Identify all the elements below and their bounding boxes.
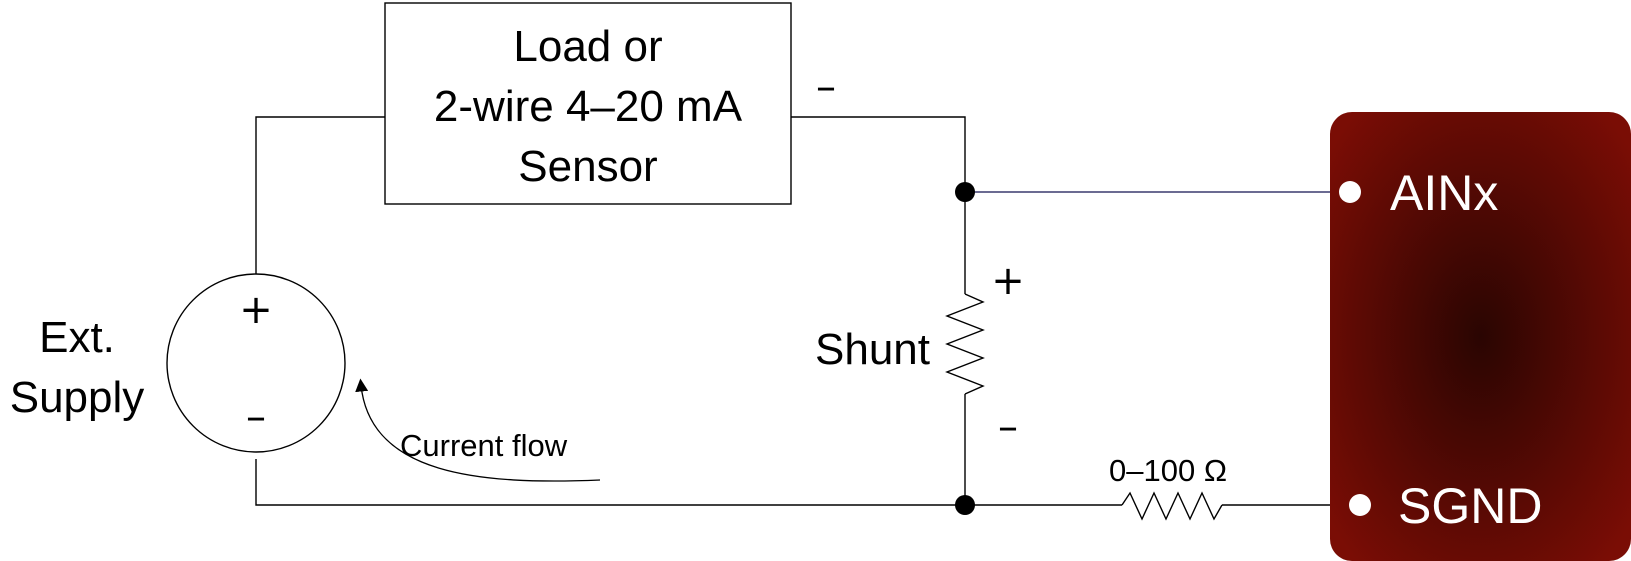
shunt-plus-sign: + — [991, 258, 1025, 304]
junction-node-bottom — [955, 495, 975, 515]
sgnd-label: SGND — [1398, 478, 1542, 534]
sensor-label-line1: Load or — [513, 22, 662, 71]
supply-minus-sign: – — [246, 394, 266, 440]
sensor-box — [384, 2, 792, 205]
wire-supply-to-node-bottom — [255, 459, 965, 506]
supply-plus-sign: + — [239, 287, 273, 333]
series-resistor-symbol — [1121, 491, 1223, 521]
current-flow-arrow — [355, 378, 601, 482]
supply-label-line1: Ext. — [39, 313, 115, 362]
junction-node-top — [955, 182, 975, 202]
wire-sensor-to-node-top — [791, 116, 966, 192]
sgnd-terminal — [1349, 494, 1371, 516]
resistor-label: 0–100 Ω — [1109, 453, 1227, 488]
wire-supply-to-sensor — [255, 116, 385, 274]
ainx-label: AINx — [1390, 165, 1498, 221]
sensor-label-line2: 2-wire 4–20 mA — [434, 82, 743, 131]
supply-symbol — [166, 273, 346, 453]
current-flow-label: Current flow — [400, 428, 568, 463]
supply-label-line2: Supply — [10, 373, 145, 422]
shunt-resistor-symbol — [945, 293, 985, 395]
shunt-label: Shunt — [815, 325, 930, 374]
shunt-minus-sign: – — [998, 404, 1018, 450]
ainx-terminal — [1339, 181, 1361, 203]
device-block — [1330, 112, 1631, 561]
sensor-minus-sign: – — [816, 64, 836, 110]
sensor-label-line3: Sensor — [518, 142, 657, 191]
